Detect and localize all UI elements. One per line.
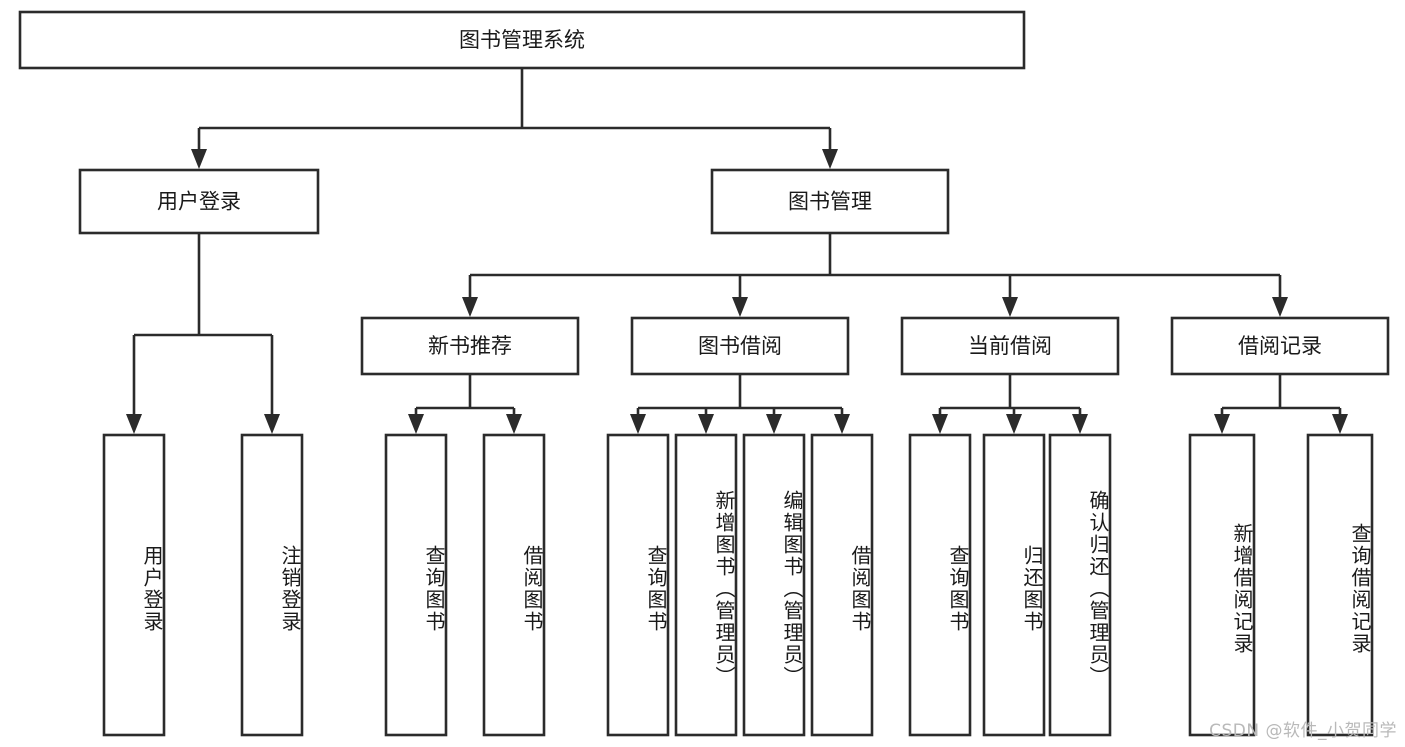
connector-arrowhead <box>1272 297 1288 317</box>
node-book-borrow[interactable]: 图书借阅 <box>630 316 850 376</box>
node-leaf-user-login[interactable] <box>102 433 166 737</box>
node-box-leaf-borrow-book-rec[interactable] <box>482 433 546 737</box>
connector-arrowhead <box>462 297 478 317</box>
node-box-leaf-confirm-return[interactable] <box>1048 433 1112 737</box>
node-box-borrow-record[interactable] <box>1170 316 1390 376</box>
connector-arrowhead <box>834 414 850 434</box>
connector-arrowhead <box>932 414 948 434</box>
node-box-leaf-return-book[interactable] <box>982 433 1046 737</box>
node-box-root[interactable] <box>18 10 1026 70</box>
node-label-user-login: 用户登录 <box>157 190 241 214</box>
connector-arrowhead <box>1214 414 1230 434</box>
node-current-borrow[interactable]: 当前借阅 <box>900 316 1120 376</box>
node-box-leaf-query-record[interactable] <box>1306 433 1374 737</box>
node-leaf-add-record[interactable] <box>1188 433 1256 737</box>
node-leaf-query-record[interactable] <box>1306 433 1374 737</box>
connector-arrowhead <box>630 414 646 434</box>
node-leaf-edit-book[interactable] <box>742 433 806 737</box>
node-root[interactable]: 图书管理系统 <box>18 10 1026 70</box>
connector-arrowhead <box>822 149 838 169</box>
node-leaf-confirm-return[interactable] <box>1048 433 1112 737</box>
node-user-login[interactable]: 用户登录 <box>78 168 320 235</box>
node-label-borrow-record: 借阅记录 <box>1238 334 1322 358</box>
node-box-user-login[interactable] <box>78 168 320 235</box>
node-box-current-borrow[interactable] <box>900 316 1120 376</box>
connector-arrowhead <box>408 414 424 434</box>
node-leaf-borrow-book-bb[interactable] <box>810 433 874 737</box>
node-box-leaf-borrow-book-bb[interactable] <box>810 433 874 737</box>
node-label-book-manage: 图书管理 <box>788 190 872 214</box>
node-leaf-add-book[interactable] <box>674 433 738 737</box>
connector-arrowhead <box>191 149 207 169</box>
connector-arrowhead <box>1006 414 1022 434</box>
node-box-leaf-edit-book[interactable] <box>742 433 806 737</box>
connector-arrowhead <box>766 414 782 434</box>
node-box-leaf-logout[interactable] <box>240 433 304 737</box>
node-box-leaf-query-book-rec[interactable] <box>384 433 448 737</box>
node-label-new-book-rec: 新书推荐 <box>428 334 512 358</box>
node-box-book-borrow[interactable] <box>630 316 850 376</box>
node-box-leaf-add-book[interactable] <box>674 433 738 737</box>
connector-arrowhead <box>126 414 142 434</box>
node-box-leaf-query-book-cb[interactable] <box>908 433 972 737</box>
node-book-manage[interactable]: 图书管理 <box>710 168 950 235</box>
node-leaf-query-book-rec[interactable] <box>384 433 448 737</box>
node-borrow-record[interactable]: 借阅记录 <box>1170 316 1390 376</box>
connector-arrowhead <box>1072 414 1088 434</box>
node-leaf-query-book-bb[interactable] <box>606 433 670 737</box>
node-box-leaf-query-book-bb[interactable] <box>606 433 670 737</box>
node-label-current-borrow: 当前借阅 <box>968 334 1052 358</box>
connector-arrowhead <box>1332 414 1348 434</box>
node-leaf-query-book-cb[interactable] <box>908 433 972 737</box>
node-new-book-rec[interactable]: 新书推荐 <box>360 316 580 376</box>
node-label-book-borrow: 图书借阅 <box>698 334 782 358</box>
node-leaf-borrow-book-rec[interactable] <box>482 433 546 737</box>
connector-arrowhead <box>698 414 714 434</box>
node-box-new-book-rec[interactable] <box>360 316 580 376</box>
node-leaf-return-book[interactable] <box>982 433 1046 737</box>
node-box-leaf-add-record[interactable] <box>1188 433 1256 737</box>
node-box-leaf-user-login[interactable] <box>102 433 166 737</box>
connector-arrowhead <box>264 414 280 434</box>
node-box-book-manage[interactable] <box>710 168 950 235</box>
watermark-text: CSDN @软件_小贺同学 <box>1209 721 1397 741</box>
connector-arrowhead <box>1002 297 1018 317</box>
node-label-root: 图书管理系统 <box>459 28 585 52</box>
connector-arrowhead <box>506 414 522 434</box>
connector-arrowhead <box>732 297 748 317</box>
node-leaf-logout[interactable] <box>240 433 304 737</box>
